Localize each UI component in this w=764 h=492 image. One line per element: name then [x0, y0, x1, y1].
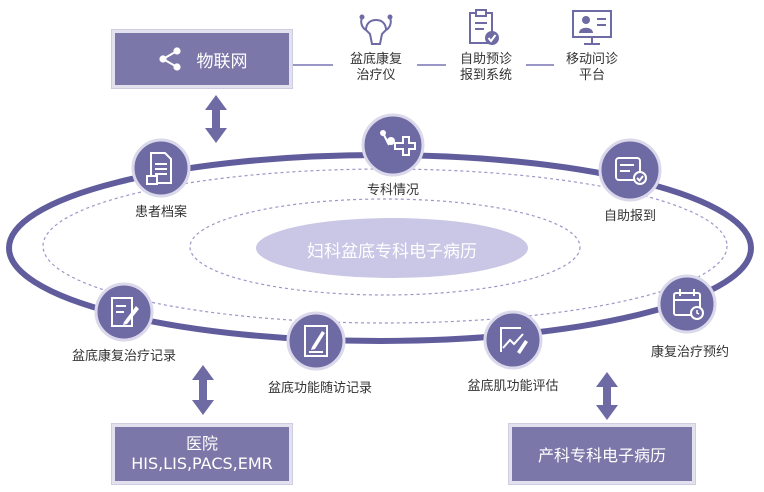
clipboard-check-icon: [469, 9, 499, 45]
device-label-3: 移动问诊 平台: [565, 52, 618, 83]
edit-document-icon: [94, 282, 154, 342]
iot-box: 物联网: [112, 30, 292, 88]
device-label-2: 自助预诊 报到系统: [459, 52, 512, 83]
uterus-icon: [359, 14, 393, 45]
node-muscle-eval-label: 盆底肌功能评估: [467, 379, 559, 394]
center-label: 妇科盆底专科电子病历: [307, 242, 477, 262]
chart-pen-icon: [483, 310, 543, 370]
obstetrics-label: 产科专科电子病历: [537, 446, 666, 465]
medical-cross-icon: [361, 113, 425, 177]
hospital-box: 医院 HIS,LIS,PACS,EMR: [112, 424, 292, 484]
arrow-ring-obstetrics: [596, 372, 618, 420]
dashed-ring-inner: [189, 198, 581, 296]
node-specialty-label: 专科情况: [366, 183, 419, 198]
calendar-icon: [657, 274, 717, 334]
node-rehab-record-label: 盆底康复治疗记录: [71, 349, 176, 364]
share-icon: [158, 47, 181, 71]
checkin-icon: [598, 138, 662, 202]
node-rehab-appointment-label: 康复治疗预约: [650, 345, 729, 360]
node-self-checkin-label: 自助报到: [603, 209, 656, 224]
arrow-ring-hospital: [192, 365, 214, 415]
notepad-pen-icon: [286, 311, 346, 371]
arrow-iot-ring: [205, 95, 227, 143]
node-patient-file-label: 患者档案: [134, 205, 187, 220]
monitor-doctor-icon: [572, 10, 612, 45]
iot-label: 物联网: [196, 51, 248, 72]
node-followup-record-label: 盆底功能随访记录: [267, 381, 372, 396]
device-label-1: 盆底康复 治疗仪: [349, 52, 402, 83]
center-ellipse: [256, 218, 528, 278]
hospital-title: 医院: [185, 434, 218, 453]
hospital-systems: HIS,LIS,PACS,EMR: [131, 454, 273, 473]
document-icon: [131, 138, 191, 198]
obstetrics-box: 产科专科电子病历: [509, 424, 695, 484]
